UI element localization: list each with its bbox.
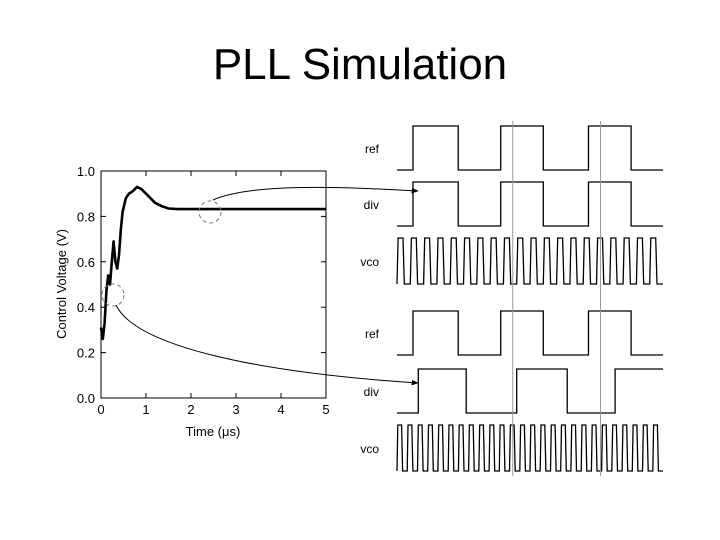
x-tick-label: 0 <box>97 402 104 417</box>
y-tick-label: 0.2 <box>77 346 95 361</box>
signal-label-div: div <box>364 198 379 212</box>
x-axis-ticks: 0 1 2 3 4 5 <box>97 171 330 417</box>
y-axis-label: Control Voltage (V) <box>54 229 69 339</box>
annotation-circle-settled <box>198 200 222 224</box>
x-tick-label: 5 <box>322 402 329 417</box>
signal-label-vco: vco <box>360 255 379 269</box>
div-waveform <box>397 181 663 227</box>
ref-waveform <box>397 310 663 356</box>
plot-frame <box>100 170 327 399</box>
timing-waveforms: ref div vco ref div vco <box>360 121 663 476</box>
y-tick-label: 0.6 <box>77 255 95 270</box>
slide-title: PLL Simulation <box>212 40 508 89</box>
signal-label-ref: ref <box>365 327 380 341</box>
x-tick-label: 2 <box>187 402 194 417</box>
x-tick-label: 1 <box>142 402 149 417</box>
div-waveform <box>397 368 663 414</box>
annotation-circle-early <box>101 283 125 307</box>
x-tick-label: 4 <box>277 402 284 417</box>
ref-waveform <box>397 125 663 171</box>
arrow-to-lower-div <box>115 304 419 386</box>
y-tick-label: 0.0 <box>77 391 95 406</box>
y-tick-label: 1.0 <box>77 164 95 179</box>
signal-label-ref: ref <box>365 142 380 156</box>
y-tick-label: 0.8 <box>77 209 95 224</box>
x-axis-label: Time (μs) <box>186 424 241 439</box>
signal-label-div: div <box>364 385 379 399</box>
x-tick-label: 3 <box>232 402 239 417</box>
vco-waveform <box>396 424 663 472</box>
arrow-to-upper-div <box>212 186 419 201</box>
y-axis-ticks: 0.0 0.2 0.4 0.6 0.8 1.0 <box>77 164 326 406</box>
control-voltage-line <box>99 185 326 341</box>
signal-label-vco: vco <box>360 442 379 456</box>
control-voltage-plot: 0.0 0.2 0.4 0.6 0.8 1.0 0 1 2 3 4 5 Time (μs) Cont… <box>54 164 330 439</box>
vco-waveform <box>396 237 663 285</box>
annotations <box>101 186 419 386</box>
y-tick-label: 0.4 <box>77 300 95 315</box>
